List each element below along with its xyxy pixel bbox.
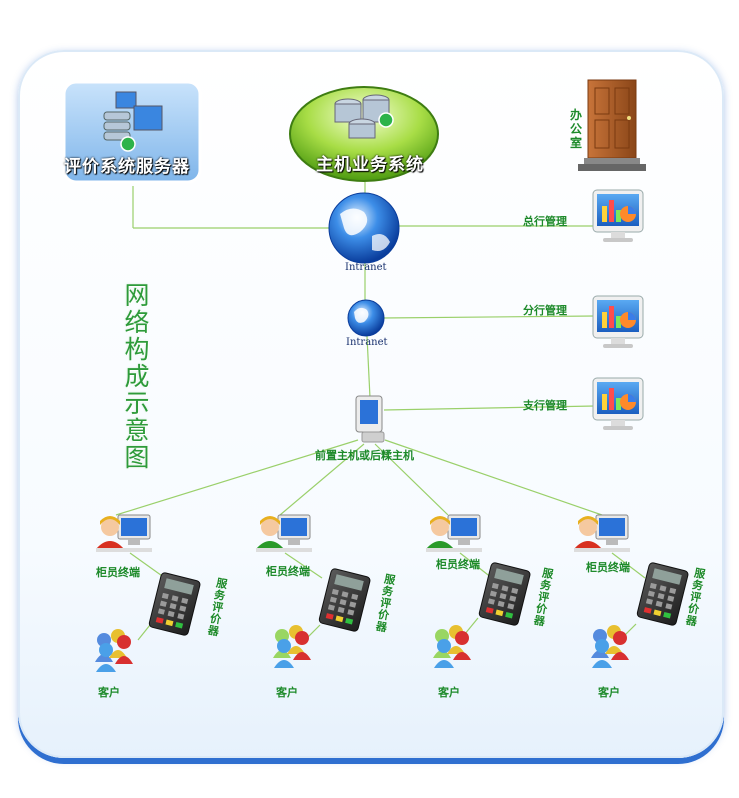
mgmt-sub-label: 支行管理 [523,399,567,412]
connection-lines [115,182,646,641]
host-system-label: 主机业务系统 [316,155,424,175]
front-host-label: 前置主机或后糅主机 [315,449,414,462]
teller-label: 柜员终端 [586,561,630,574]
eval-server-label: 评价系统服务器 [64,157,190,177]
teller-label: 柜员终端 [266,565,310,578]
customer-label: 客户 [276,686,298,699]
intranet-label-small: Intranet [346,337,388,348]
mgmt-branch-label: 分行管理 [523,304,567,317]
customer-label: 客户 [598,686,620,699]
eval-device-icon [635,561,690,627]
diagram-title: 网络构成示意图 [124,281,150,472]
database-icon [334,94,394,139]
front-host-icon [355,395,385,443]
teller-icon [425,514,483,553]
eval-server-box [62,80,202,184]
monitor-chart-icon [592,377,644,431]
eval-device-icon [477,561,532,627]
customer-label: 客户 [98,686,120,699]
mgmt-head-label: 总行管理 [523,215,567,228]
server-icon [103,91,163,152]
intranet-globe-icon [328,192,400,264]
teller-icon [255,514,313,553]
teller-label: 柜员终端 [436,558,480,571]
host-system [289,86,439,182]
eval-device-icon [317,567,372,633]
intranet-label: Intranet [345,262,387,273]
monitor-chart-icon [592,295,644,349]
customer-group-icon [433,625,471,668]
teller-icon [573,514,631,553]
monitor-chart-icon [592,189,644,243]
intranet-globe-small-icon [347,299,385,337]
eval-device-icon [147,571,202,637]
teller-label: 柜员终端 [96,566,140,579]
customer-group-icon [95,629,133,672]
customer-label: 客户 [438,686,460,699]
teller-icon [95,514,153,553]
door-icon [578,79,646,171]
office-label: 办公室 [570,108,583,150]
customer-group-icon [591,625,629,668]
customer-group-icon [273,625,311,668]
